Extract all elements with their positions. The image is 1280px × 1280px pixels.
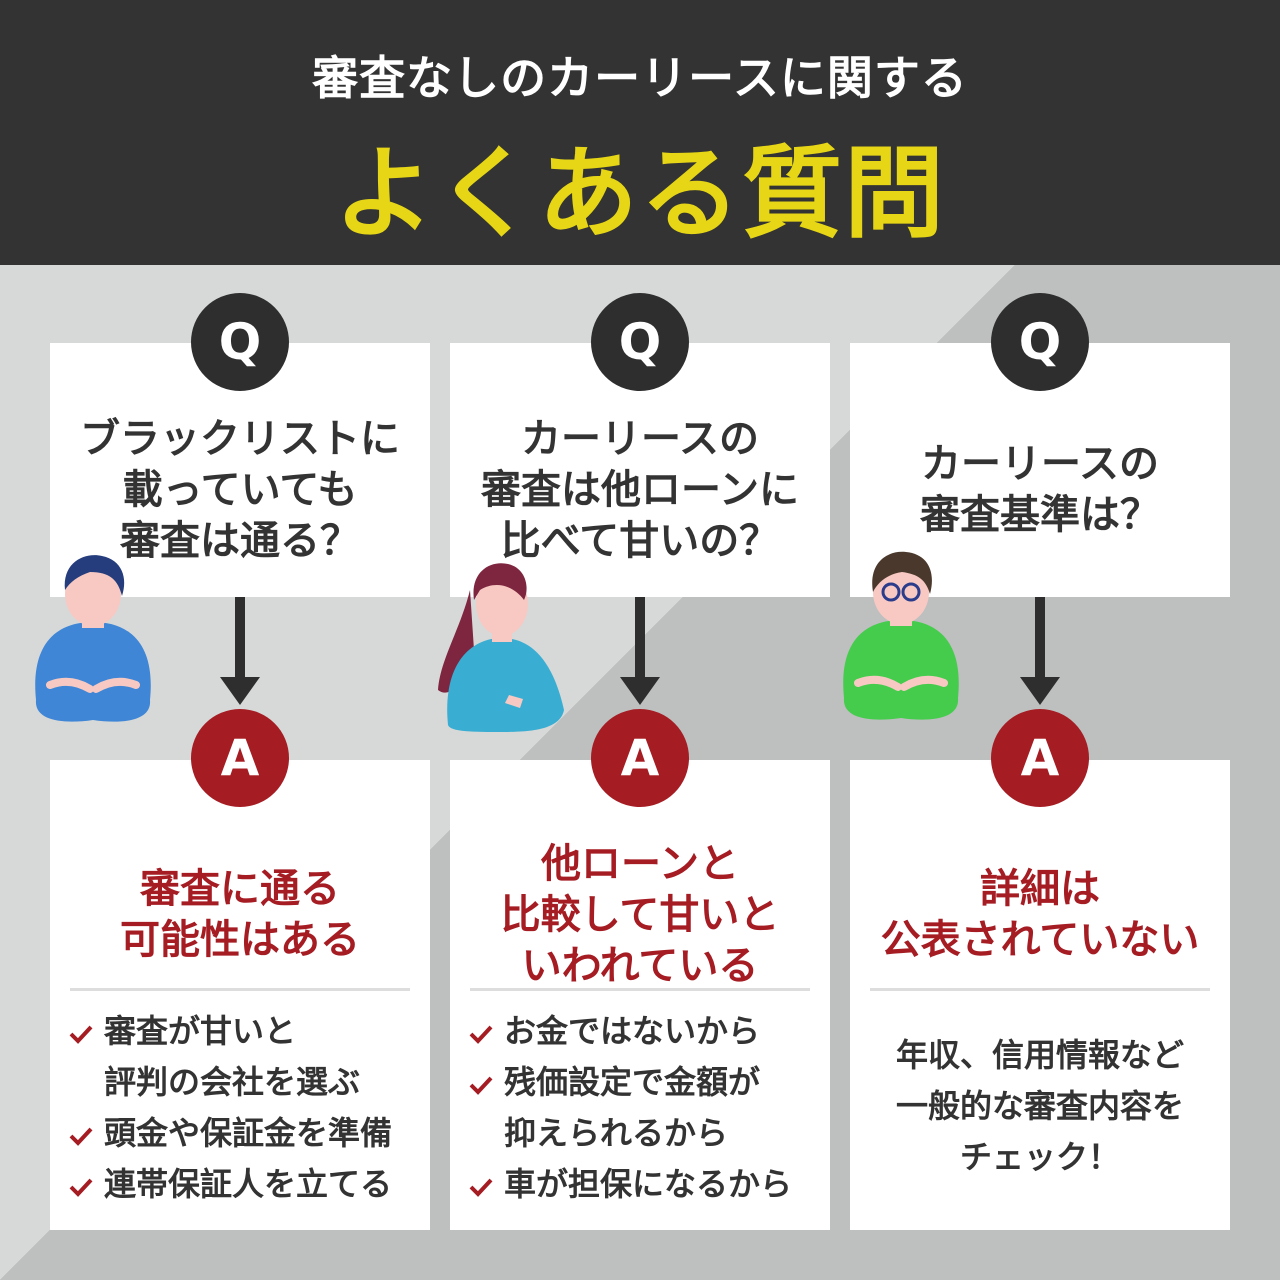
answer-heading: 審査に通る 可能性はある	[120, 866, 360, 963]
list-item: 連帯保証人を立てる	[68, 1159, 392, 1210]
check-icon	[469, 1076, 493, 1095]
list-item: 審査が甘いと 評判の会社を選ぶ	[68, 1006, 392, 1108]
header: 審査なしのカーリースに関する よくある質問	[0, 0, 1280, 265]
header-subtitle: 審査なしのカーリースに関する	[312, 51, 968, 105]
question-text: カーリースの 審査基準は？	[920, 441, 1160, 538]
answer-heading: 詳細は 公表されていない	[880, 866, 1200, 963]
question-text: カーリースの 審査は他ローンに 比べて甘いの？	[481, 415, 799, 564]
divider	[870, 988, 1210, 991]
list-item: お金ではないから	[468, 1006, 792, 1057]
answer-points: お金ではないから 残価設定で金額が 抑えられるから 車が担保になるから	[468, 1006, 792, 1210]
divider	[470, 988, 810, 991]
answer-note: 年収、信用情報など 一般的な審査内容を チェック！	[895, 1036, 1184, 1176]
check-icon	[69, 1178, 93, 1197]
answer-card-2: 他ローンと 比較して甘いと いわれている お金ではないから 残価設定で金額が 抑…	[450, 760, 830, 1230]
check-icon	[69, 1025, 93, 1044]
arrow-down-icon	[1020, 597, 1060, 705]
list-item: 残価設定で金額が 抑えられるから	[468, 1057, 792, 1159]
a-badge: A	[991, 709, 1089, 807]
a-badge: A	[591, 709, 689, 807]
man-glasses-illustration	[843, 551, 959, 720]
list-item: 車が担保になるから	[468, 1159, 792, 1210]
answer-points: 審査が甘いと 評判の会社を選ぶ 頭金や保証金を準備 連帯保証人を立てる	[68, 1006, 392, 1210]
answer-card-3: 詳細は 公表されていない 年収、信用情報など 一般的な審査内容を チェック！	[850, 760, 1230, 1230]
answer-card-1: 審査に通る 可能性はある 審査が甘いと 評判の会社を選ぶ 頭金や保証金を準備 連…	[50, 760, 430, 1230]
q-badge: Q	[191, 293, 289, 391]
check-icon	[469, 1178, 493, 1197]
arrow-down-icon	[220, 597, 260, 705]
man-arms-crossed-illustration	[35, 555, 151, 722]
list-item: 頭金や保証金を準備	[68, 1108, 392, 1159]
q-badge: Q	[591, 293, 689, 391]
arrow-down-icon	[620, 597, 660, 705]
question-text: ブラックリストに 載っていても 審査は通る？	[80, 415, 400, 564]
check-icon	[69, 1127, 93, 1146]
q-badge: Q	[991, 293, 1089, 391]
divider	[70, 988, 410, 991]
check-icon	[469, 1025, 493, 1044]
header-title: よくある質問	[334, 135, 946, 252]
answer-heading: 他ローンと 比較して甘いと いわれている	[500, 840, 780, 989]
woman-thinking-illustration	[438, 563, 564, 732]
a-badge: A	[191, 709, 289, 807]
